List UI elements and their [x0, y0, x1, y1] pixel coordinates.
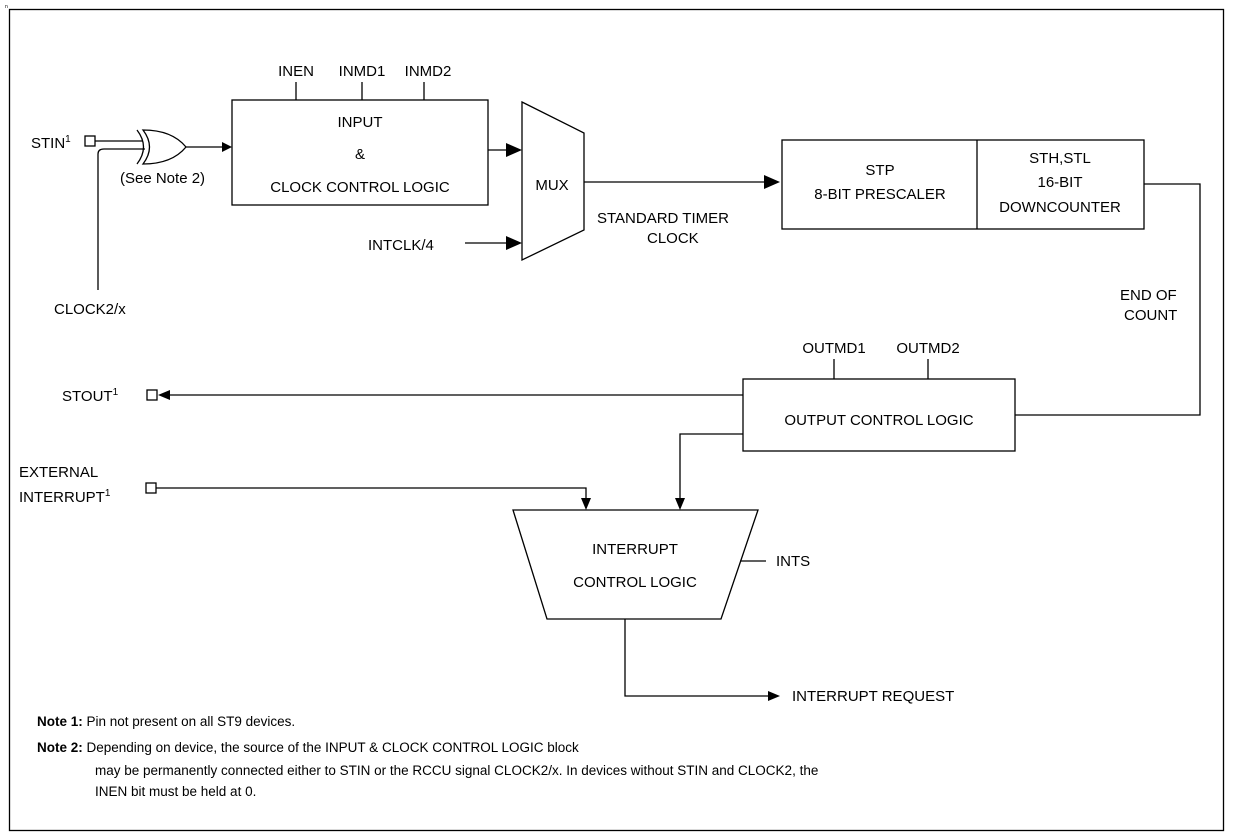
note2-line3: INEN bit must be held at 0. — [95, 784, 256, 799]
clock2x-label: CLOCK2/x — [54, 301, 126, 318]
xor-output-arrow — [222, 142, 232, 152]
mux-to-prescaler-arrow — [764, 175, 780, 189]
end-of-count-wire — [1015, 183, 1201, 416]
interrupt-logic-line1: INTERRUPT — [592, 541, 678, 558]
output-logic-label: OUTPUT CONTROL LOGIC — [784, 412, 973, 429]
mux-block — [521, 100, 585, 262]
output-to-interrupt-wire — [679, 433, 743, 500]
external-interrupt-wire — [156, 487, 587, 500]
intclk4-label: INTCLK/4 — [368, 237, 434, 254]
outmd2-label: OUTMD2 — [896, 340, 959, 357]
downcounter-line2: 16-BIT — [1037, 174, 1082, 191]
input-logic-line3: CLOCK CONTROL LOGIC — [270, 179, 450, 196]
external-interrupt-arrow — [581, 498, 591, 510]
diagram-frame — [8, 8, 1225, 832]
end-of-count-line1: END OF — [1120, 287, 1177, 304]
see-note2-label: (See Note 2) — [120, 170, 205, 187]
interrupt-control-logic-block — [512, 509, 759, 620]
output-control-logic-block — [742, 378, 1016, 452]
prescaler-line2: 8-BIT PRESCALER — [814, 186, 946, 203]
standard-timer-clock-line1: STANDARD TIMER — [597, 210, 729, 227]
downcounter-line1: STH,STL — [1029, 150, 1091, 167]
outmd1-label: OUTMD1 — [802, 340, 865, 357]
input-logic-line2: & — [355, 146, 365, 163]
external-interrupt-line1: EXTERNAL — [19, 464, 98, 481]
stin-label: STIN1 — [31, 134, 71, 152]
output-to-interrupt-arrow — [675, 498, 685, 510]
interrupt-request-arrow — [768, 691, 780, 701]
clock2x-wire — [97, 148, 145, 290]
input-clock-control-logic-block — [231, 99, 489, 206]
input-logic-line1: INPUT — [338, 114, 383, 131]
inmd2-label: INMD2 — [405, 63, 452, 80]
intclk4-arrow — [506, 236, 522, 250]
inen-label: INEN — [278, 63, 314, 80]
xor-gate-body — [141, 129, 187, 165]
end-of-count-line2: COUNT — [1124, 307, 1177, 324]
note2-line2: may be permanently connected either to S… — [95, 763, 818, 778]
interrupt-request-label: INTERRUPT REQUEST — [792, 688, 954, 705]
inmd1-label: INMD1 — [339, 63, 386, 80]
external-interrupt-pin — [145, 482, 157, 494]
mux-label: MUX — [535, 177, 568, 194]
note2-line1: Note 2: Depending on device, the source … — [37, 740, 579, 755]
interrupt-request-wire — [624, 619, 770, 697]
input-to-mux-arrow — [506, 143, 522, 157]
note1: Note 1: Pin not present on all ST9 devic… — [37, 714, 295, 729]
stout-label: STOUT1 — [62, 387, 119, 405]
standard-timer-clock-line2: CLOCK — [647, 230, 699, 247]
stout-pin — [146, 389, 158, 401]
interrupt-logic-line2: CONTROL LOGIC — [573, 574, 697, 591]
page-marker: n — [5, 4, 8, 10]
prescaler-line1: STP — [865, 162, 894, 179]
downcounter-line3: DOWNCOUNTER — [999, 199, 1121, 216]
external-interrupt-line2: INTERRUPT1 — [19, 488, 111, 506]
stin-pin — [84, 135, 96, 147]
prescaler-downcounter-block — [781, 139, 1145, 230]
stout-arrow — [158, 390, 170, 400]
xor-gate-icon — [136, 129, 145, 165]
ints-label: INTS — [776, 553, 810, 570]
